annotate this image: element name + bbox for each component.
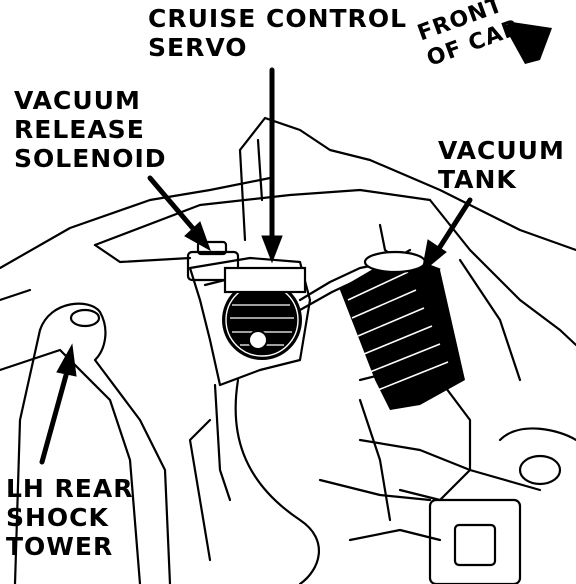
label-lh-rear-shock-tower: LH REAR SHOCK TOWER	[6, 474, 133, 561]
vacuum-release-solenoid	[186, 250, 240, 282]
bracket-leg	[213, 383, 232, 502]
rear-panel	[0, 288, 32, 302]
bracket-leg-2	[188, 418, 212, 562]
label-line: SERVO	[148, 33, 248, 62]
right-fender-outline	[368, 158, 576, 252]
label-cruise-control-servo: CRUISE CONTROL SERVO	[148, 4, 407, 62]
shock-tower-cap	[69, 308, 101, 328]
throttle-cable	[234, 378, 320, 584]
label-line: CRUISE CONTROL	[148, 4, 407, 33]
solenoid-leader	[147, 175, 199, 235]
label-line: SOLENOID	[14, 144, 167, 173]
front-direction-arrow	[504, 22, 552, 64]
right-apron	[428, 198, 576, 347]
label-line: SHOCK	[6, 503, 109, 532]
left-fender-outline	[0, 176, 272, 270]
label-line: TANK	[438, 165, 517, 194]
servo-bracket	[188, 256, 312, 387]
firewall-edge	[238, 116, 372, 162]
engine-component-cap	[518, 454, 562, 486]
label-vacuum-release-solenoid: VACUUM RELEASE SOLENOID	[14, 86, 167, 173]
engine-misc-2	[348, 528, 442, 542]
label-line: VACUUM	[438, 136, 565, 165]
hood-hinge	[238, 148, 247, 242]
throttle-link-2	[318, 478, 432, 502]
label-line: TOWER	[6, 532, 114, 561]
hood-hinge-2	[256, 138, 264, 202]
cowl-panel-lower	[93, 243, 192, 264]
solenoid-tip	[196, 240, 228, 256]
shock-tower-outline	[38, 302, 172, 584]
engine-component-2	[453, 523, 497, 567]
cruise-servo-arrowhead	[261, 235, 283, 264]
engine-component	[428, 498, 522, 584]
label-line: RELEASE	[14, 115, 145, 144]
cruise-control-servo	[222, 266, 307, 360]
shock-tower-arrowhead	[56, 343, 77, 377]
label-line: LH REAR	[6, 474, 134, 503]
cowl-panel	[93, 188, 432, 247]
apron-inner	[458, 258, 522, 382]
vacuum-tank-arrowhead	[421, 239, 447, 274]
solenoid-arrowhead	[184, 221, 211, 252]
throttle-link	[358, 438, 542, 492]
label-vacuum-tank: VACUUM TANK	[438, 136, 565, 194]
label-line: VACUUM	[14, 86, 141, 115]
shock-tower-leader	[39, 365, 71, 465]
vacuum-tank-leader	[435, 197, 473, 253]
vacuum-tank	[339, 250, 465, 410]
engine-misc	[498, 427, 576, 442]
shock-tower-lower	[0, 348, 142, 584]
engine-misc-3	[358, 398, 392, 522]
